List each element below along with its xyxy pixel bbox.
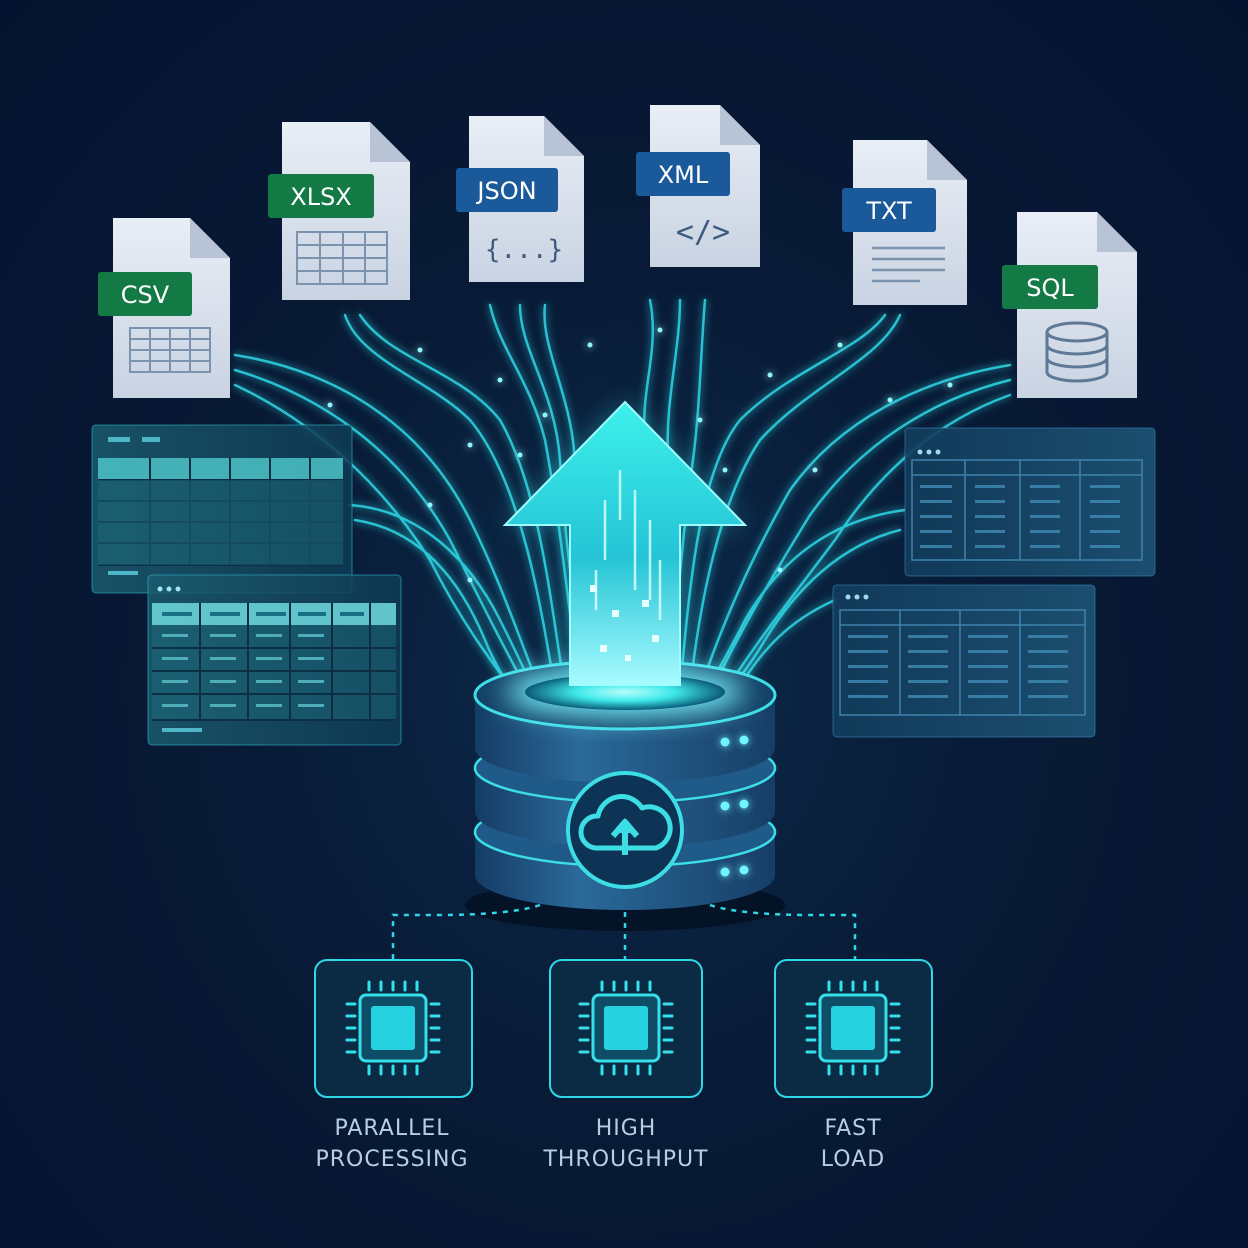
connector-lines xyxy=(391,903,857,960)
feature-card-fast-load xyxy=(774,959,933,1098)
upload-arrow-icon xyxy=(502,400,748,686)
code-icon: </> xyxy=(676,215,730,250)
text-lines-icon xyxy=(872,246,945,283)
feature-label-fast-load: FAST LOAD xyxy=(743,1113,963,1175)
table-icon xyxy=(129,327,211,373)
file-xml: XML </> xyxy=(636,105,760,267)
file-label: CSV xyxy=(121,281,170,309)
file-badge xyxy=(842,188,936,232)
braces-icon: {...} xyxy=(485,235,563,265)
file-label: SQL xyxy=(1026,274,1074,302)
feature-card-parallel xyxy=(314,959,473,1098)
feature-label-line: THROUGHPUT xyxy=(543,1147,709,1172)
file-label: TXT xyxy=(865,197,912,225)
file-xlsx: XLSX xyxy=(268,122,410,300)
feature-label-line: PROCESSING xyxy=(315,1147,469,1172)
file-label: JSON xyxy=(475,177,536,205)
file-csv: CSV xyxy=(98,218,230,398)
data-table-panel xyxy=(147,574,402,746)
file-json: JSON {...} xyxy=(456,116,584,282)
data-streams xyxy=(233,298,1012,702)
feature-label-parallel: PARALLEL PROCESSING xyxy=(282,1113,502,1175)
data-table-panel xyxy=(904,427,1156,577)
file-txt: TXT xyxy=(842,140,967,305)
database-icon xyxy=(1045,321,1109,383)
chip-icon xyxy=(805,980,901,1076)
file-sql: SQL xyxy=(1002,212,1137,398)
file-badge xyxy=(268,174,374,218)
file-badge xyxy=(1002,265,1098,309)
file-badge xyxy=(98,272,192,316)
feature-label-throughput: HIGH THROUGHPUT xyxy=(516,1113,736,1175)
feature-label-line: LOAD xyxy=(820,1147,886,1172)
feature-label-line: FAST xyxy=(824,1116,882,1141)
file-label: XLSX xyxy=(290,183,352,211)
feature-card-throughput xyxy=(549,959,703,1098)
chip-icon xyxy=(345,980,441,1076)
file-badge xyxy=(636,152,730,196)
feature-label-line: PARALLEL xyxy=(334,1116,450,1141)
cloud-upload-icon xyxy=(566,771,684,889)
data-table-panel xyxy=(91,424,353,594)
data-table-panel xyxy=(832,584,1096,738)
file-label: XML xyxy=(658,161,709,189)
chip-icon xyxy=(578,980,674,1076)
table-icon xyxy=(296,231,388,285)
file-badge xyxy=(456,168,558,212)
feature-label-line: HIGH xyxy=(595,1116,657,1141)
